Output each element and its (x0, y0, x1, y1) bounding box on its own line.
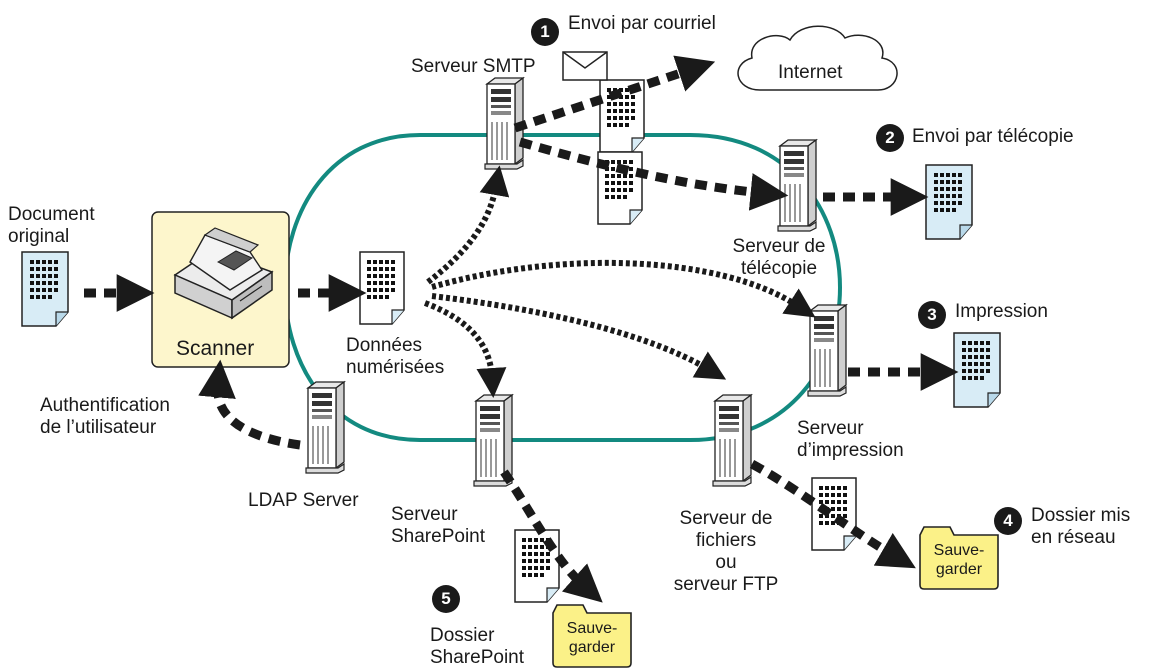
step-1-badge: 1 (531, 18, 559, 46)
arrow-fileserver-to-folder (749, 460, 916, 569)
folder-label: Sauve- garder (566, 620, 618, 656)
sharepoint-server-label: Serveur SharePoint (391, 504, 486, 547)
internet-label: Internet (778, 62, 843, 83)
step-4-label: Dossier mis en réseau (1031, 505, 1131, 548)
ldap-label: LDAP Server (248, 490, 359, 511)
fax-server-label: Serveur de télécopie (732, 236, 826, 279)
arrow-data-to-ftp (431, 293, 727, 380)
scanner-label: Scanner (176, 337, 255, 360)
step-5-badge: 5 (432, 585, 460, 613)
step-3-badge: 3 (918, 301, 946, 329)
fax-doc-icon (925, 164, 973, 240)
document-original-label: Document original (8, 204, 95, 247)
server-icon (807, 304, 847, 397)
step-5-label: Dossier SharePoint (430, 625, 525, 668)
step-4-badge: 4 (994, 507, 1022, 535)
arrow-ldap-to-scanner (198, 359, 301, 450)
step-1-label: Envoi par courriel (568, 13, 716, 34)
arrow-data-to-sharepoint (423, 300, 507, 398)
authentification-label: Authentification de l’utilisateur (40, 395, 170, 438)
document-icon (811, 477, 857, 551)
donnees-label: Données numérisées (346, 335, 445, 378)
server-icon (712, 394, 752, 487)
server-icon (305, 381, 345, 474)
smtp-label: Serveur SMTP (411, 56, 536, 77)
document-icon (21, 251, 69, 327)
envelope-icon (562, 51, 608, 81)
document-icon (359, 251, 405, 325)
arrow-sharepoint-to-folder (500, 469, 603, 603)
server-icon (777, 139, 817, 232)
file-server-label: Serveur de fichiers ou serveur FTP (673, 508, 779, 595)
step-2-label: Envoi par télécopie (912, 126, 1074, 147)
arrow-smtp-to-internet (513, 55, 716, 133)
folder-label: Sauve- garder (933, 542, 985, 578)
arrow-data-to-smtp (426, 165, 510, 285)
arrow-smtp-to-fax (518, 137, 789, 211)
step-3-label: Impression (955, 301, 1048, 322)
scanner-icon (173, 227, 274, 320)
arrow-data-to-print (431, 259, 816, 318)
cloud-icon (737, 25, 898, 91)
step-2-badge: 2 (876, 124, 904, 152)
fax-doc-icon (953, 332, 1001, 408)
print-server-label: Serveur d’impression (797, 418, 904, 461)
